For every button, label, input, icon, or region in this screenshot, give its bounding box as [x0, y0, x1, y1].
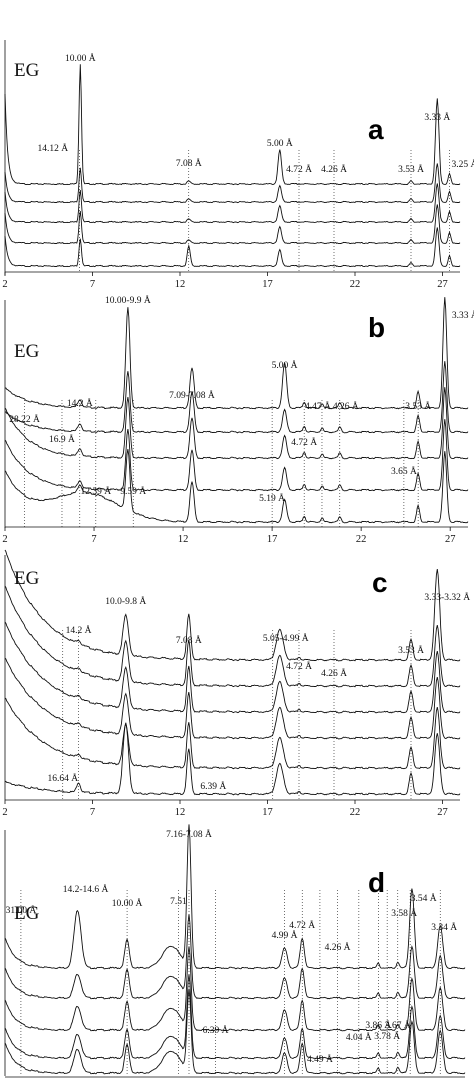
panel-a-x-axis-tick-label: 2: [2, 279, 7, 290]
panel-b-trace: [4, 387, 469, 460]
panel-c-peak-label: 16.64 Å: [47, 772, 78, 784]
panel-a-trace: [4, 183, 461, 224]
panel-a-peak-label: 4.26 Å: [321, 163, 347, 175]
panel-a-peak-label: 4.72 Å: [286, 163, 312, 175]
panel-d-peak-label: 10.00 Å: [112, 897, 143, 909]
panel-b-trace: [4, 419, 469, 492]
panel-b-x-axis-tick-label: 27: [445, 534, 456, 545]
panel-a-peak-label: 3.25 Å: [452, 158, 474, 170]
panel-a-peak-label: 7.08 Å: [176, 157, 202, 169]
panel-d-peak-label: 14.2-14.6 Å: [63, 883, 109, 895]
panel-c-peak-label: 4.26 Å: [321, 667, 347, 679]
panel-b-trace: [4, 449, 469, 524]
panel-d-peak-label: 3.78 Å: [374, 1030, 400, 1042]
panel-b-trace: [5, 361, 469, 434]
panel-c-x-axis-tick-label: 27: [437, 807, 448, 818]
panel-d-eg-label: EG: [14, 903, 40, 924]
panel-c-peak-label: 10.0-9.8 Å: [105, 595, 146, 607]
panel-a-peak-label: 3.53 Å: [398, 163, 424, 175]
panel-a-x-axis-tick-label: 12: [175, 279, 186, 290]
panel-d-peak-label: 4.04 Å: [346, 1031, 372, 1043]
panel-b-peak-label: 5.00 Å: [272, 359, 298, 371]
panel-d-trace: [4, 946, 466, 1032]
panel-c-peak-label: 7.08 Å: [176, 634, 202, 646]
panel-b-peak-label: 4.26 Å: [333, 400, 359, 412]
panel-b-peak-label: 3.65 Å: [391, 465, 417, 477]
panel-d-peak-label: 3.86 Å: [365, 1019, 391, 1031]
panel-b-peak-label: 3.53 Å: [405, 400, 431, 412]
panel-d-peak-label: 4.26 Å: [325, 941, 351, 953]
panel-d-peak-label: 31.00 Å: [6, 904, 37, 916]
panel-c-trace: [4, 722, 461, 796]
panel-a-peak-label: 3.33 Å: [424, 111, 450, 123]
panel-d-peak-label: 7.16-7.08 Å: [166, 828, 212, 840]
panel-c-trace: [4, 549, 461, 662]
panel-a-x-axis-tick-label: 7: [90, 279, 95, 290]
panel-b-peak-label: 16.9 Å: [49, 433, 75, 445]
panel-a-x-axis-tick-label: 27: [437, 279, 448, 290]
panel-b-peak-label: 14.2 Å: [67, 397, 93, 409]
panel-b-peak-label: 12.39 Å: [81, 485, 112, 497]
panel-a-eg-label: EG: [14, 60, 40, 81]
panel-b-peak-label: 28.22 Å: [9, 413, 40, 425]
panel-a-letter: a: [368, 114, 384, 145]
panel-b-x-axis-tick-label: 7: [91, 534, 96, 545]
panel-c-trace: [4, 585, 461, 688]
panel-c-peak-label: 3.33-3.32 Å: [424, 591, 470, 603]
panel-c-peak-label: 6.39 Å: [200, 780, 226, 792]
panel-b-peak-label: 9.59 Å: [120, 485, 146, 497]
panel-c-x-axis-tick-label: 2: [2, 807, 7, 818]
panel-d-trace: [4, 974, 466, 1060]
panel-b-trace: [5, 297, 469, 410]
panel-b-x-axis-tick-label: 22: [356, 534, 367, 545]
panel-d-peak-label: 4.49 Å: [307, 1053, 333, 1065]
panel-c-eg-label: EG: [14, 568, 40, 589]
panel-a-peak-label: 5.00 Å: [267, 137, 293, 149]
panel-b-x-axis-tick-label: 12: [178, 534, 189, 545]
panel-c-peak-label: 4.72 Å: [286, 660, 312, 672]
panel-d-peak-label: 4.99 Å: [272, 929, 298, 941]
panel-a-trace: [4, 227, 461, 268]
panel-d-peak-label: 3.58 Å: [391, 907, 417, 919]
panel-a-trace: [4, 204, 461, 245]
panel-b-peak-label: 10.00-9.9 Å: [105, 294, 151, 306]
panel-b-peak-label: 7.09-7.08 Å: [169, 389, 215, 401]
panel-a-x-axis-tick-label: 17: [262, 279, 273, 290]
panel-d-peak-label: 4.72 Å: [289, 919, 315, 931]
panel-b-peak-label: 3.33 Å: [452, 309, 474, 321]
panel-a-peak-label: 14.12 Å: [37, 142, 68, 154]
panel-c-trace: [4, 621, 461, 714]
panel-c-peak-label: 5.05-4.99 Å: [263, 632, 309, 644]
panel-c-x-axis-tick-label: 12: [175, 807, 186, 818]
panel-b-x-axis-tick-label: 2: [2, 534, 7, 545]
panel-d-peak-label: 3.54 Å: [411, 892, 437, 904]
panel-c-x-axis-tick-label: 17: [262, 807, 273, 818]
panel-a-trace: [4, 64, 461, 186]
panel-c-letter: c: [372, 567, 388, 598]
panel-c-peak-label: 14.2 Å: [66, 624, 92, 636]
panel-b-x-axis-tick-label: 17: [267, 534, 278, 545]
panel-d-peak-label: 3.34 Å: [431, 921, 457, 933]
panel-a-peak-label: 10.00 Å: [65, 52, 96, 64]
panel-d-peak-label: 3.67 Å: [385, 1019, 411, 1031]
panel-d-peak-label: 7.51: [170, 897, 187, 907]
panel-d-peak-label: 6.39 Å: [203, 1024, 229, 1036]
panel-c-x-axis-tick-label: 22: [350, 807, 361, 818]
panel-d-trace: [4, 989, 466, 1075]
panel-b-peak-label: 4.72 Å: [291, 436, 317, 448]
panel-c-peak-label: 3.53 Å: [398, 644, 424, 656]
panel-b-peak-label: 5.19 Å: [259, 492, 285, 504]
panel-c-trace: [4, 697, 461, 770]
panel-c-x-axis-tick-label: 7: [90, 807, 95, 818]
panel-d-trace: [4, 914, 466, 1000]
panel-d-trace: [4, 824, 466, 970]
panel-a-trace: [4, 163, 461, 204]
panel-b-letter: b: [368, 312, 385, 343]
panel-d-letter: d: [368, 867, 385, 898]
panel-a-x-axis-tick-label: 22: [350, 279, 361, 290]
panel-b-peak-label: 4.47 Å: [305, 400, 331, 412]
panel-c-trace: [4, 657, 461, 740]
panel-b-eg-label: EG: [14, 341, 40, 362]
